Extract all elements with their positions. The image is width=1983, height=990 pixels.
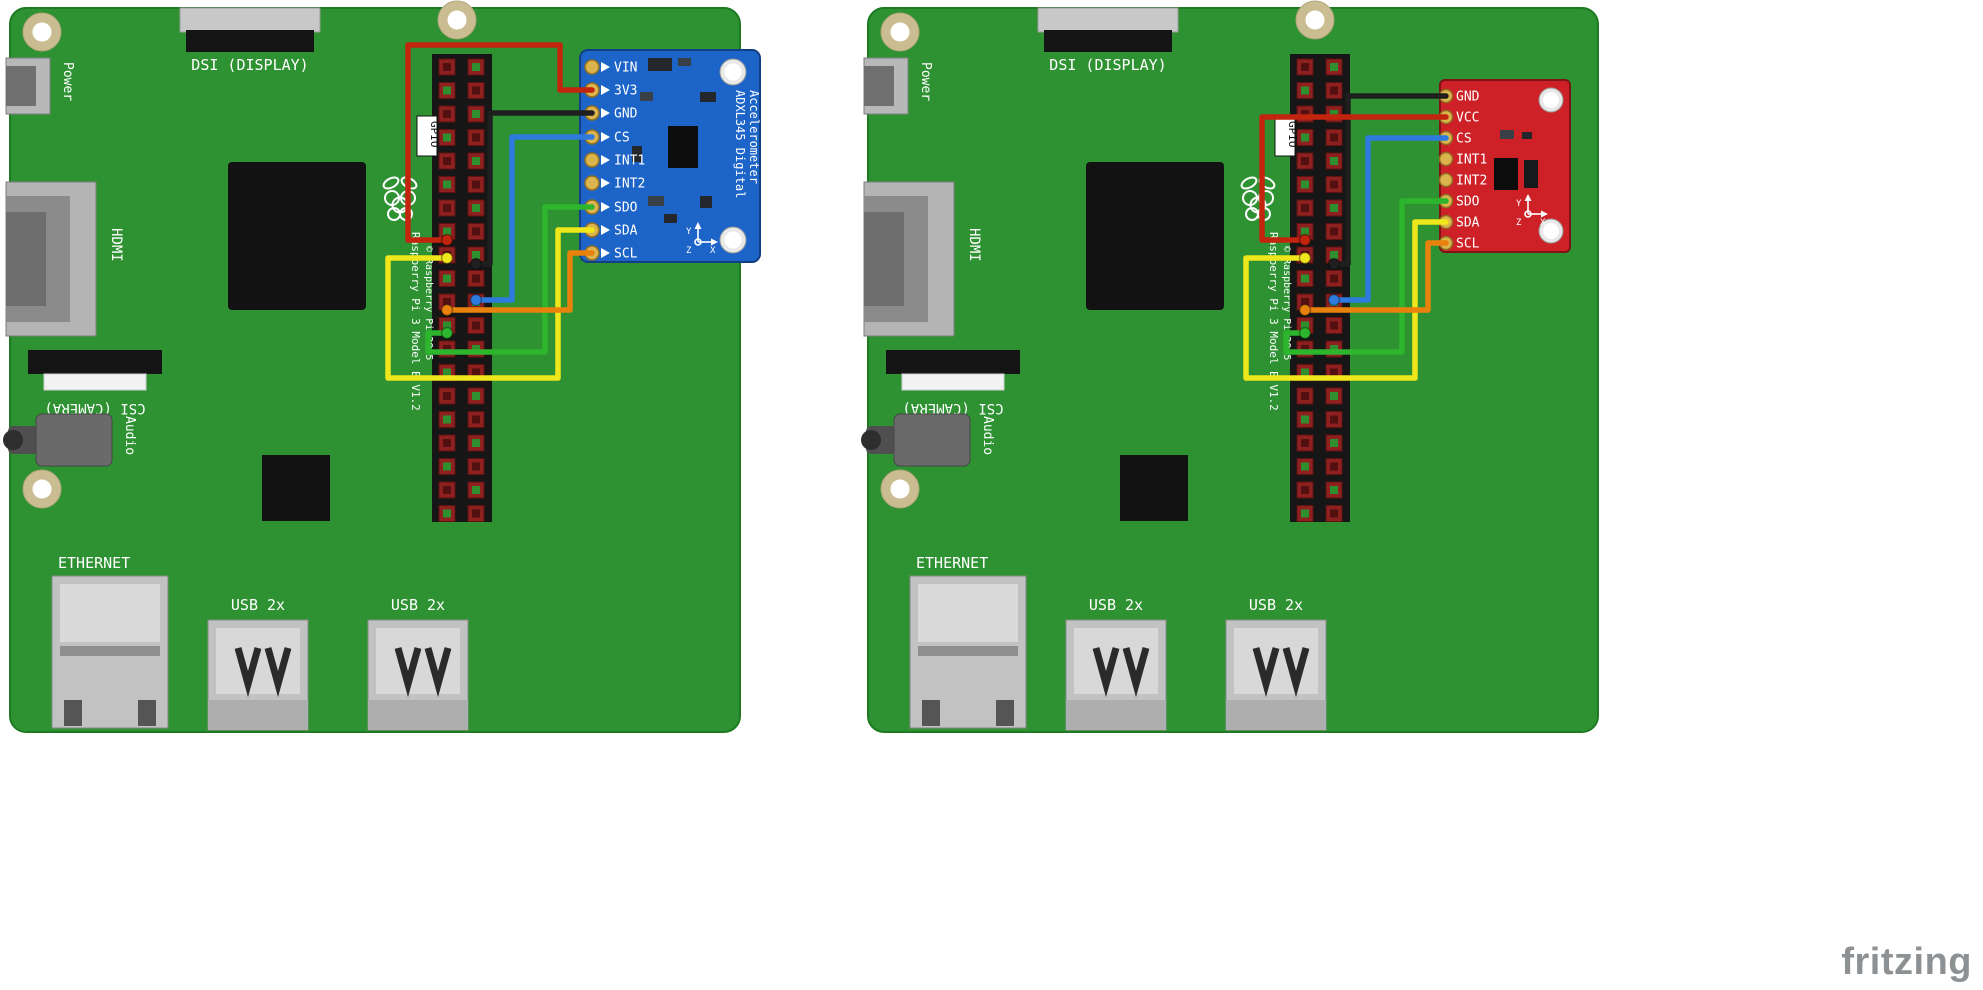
- wire-scl: [444, 250, 595, 313]
- pin-label-int1: INT1: [614, 154, 645, 169]
- breakout-title-line2: Accelerometer: [747, 90, 761, 184]
- mounting-holes: [719, 58, 747, 254]
- wire-sda: [1243, 219, 1449, 381]
- wires-right: [1243, 93, 1449, 381]
- axis-z-label: Z: [686, 246, 692, 256]
- pin-label-gnd: GND: [1456, 90, 1480, 105]
- pin-label-gnd: GND: [614, 107, 638, 122]
- pin-label-sdo: SDO: [1456, 195, 1480, 210]
- wire-vcc: [1259, 114, 1449, 243]
- breakout-title-line1: ADXL345 Digital: [733, 90, 747, 198]
- wire-end-sda: [440, 251, 454, 265]
- smd-components: [632, 58, 716, 223]
- wire-gnd: [473, 110, 595, 267]
- fritzing-watermark: fritzing: [1841, 941, 1972, 983]
- pin-label-sda: SDA: [1456, 216, 1480, 231]
- wire-sda: [385, 227, 595, 381]
- wire-end-vcc: [1298, 233, 1312, 247]
- axis-x-label: X: [1540, 218, 1546, 228]
- wire-sdo: [425, 204, 595, 355]
- mounting-holes: [1538, 87, 1564, 244]
- wire-end-sdo: [1298, 326, 1312, 340]
- pin-label-cs: CS: [1456, 132, 1472, 147]
- diagram-right: GND VCC CS INT1 INT2 SDO SDA SCL Y X Z: [861, 1, 1598, 732]
- wire-end-scl: [1298, 303, 1312, 317]
- wire-end-gnd: [1327, 257, 1341, 271]
- axis-x-label: X: [710, 246, 716, 256]
- pin-label-sda: SDA: [614, 224, 638, 239]
- pin-label-vcc: VCC: [1456, 111, 1479, 126]
- breakout-pins-red: GND VCC CS INT1 INT2 SDO SDA SCL: [1438, 88, 1487, 252]
- axis-y-label: Y: [1516, 199, 1522, 209]
- wire-3v3: [405, 42, 595, 243]
- diagram-left: VIN 3V3 GND CS INT1 INT2 SDO SDA SCL ADX…: [3, 1, 761, 732]
- pin-label-int2: INT2: [1456, 174, 1487, 189]
- axis-indicator: Y X Z: [1516, 194, 1548, 228]
- smd-components: [1494, 130, 1538, 190]
- pin-label-3v3: 3V3: [614, 84, 637, 99]
- wire-end-cs: [469, 293, 483, 307]
- pin-label-int2: INT2: [614, 177, 645, 192]
- wire-end-gnd: [469, 257, 483, 271]
- adxl345-breakout-red: GND VCC CS INT1 INT2 SDO SDA SCL Y X Z: [1438, 79, 1571, 253]
- pin-label-int1: INT1: [1456, 153, 1487, 168]
- wire-scl: [1302, 240, 1449, 313]
- wire-sdo: [1283, 198, 1449, 355]
- wire-end-sda: [1298, 251, 1312, 265]
- axis-indicator: Y X Z: [686, 222, 718, 256]
- wire-end-cs: [1327, 293, 1341, 307]
- wire-cs: [473, 134, 595, 303]
- pin-label-cs: CS: [614, 131, 630, 146]
- axis-z-label: Z: [1516, 218, 1522, 228]
- axis-y-label: Y: [686, 227, 692, 237]
- adxl345-breakout-blue: VIN 3V3 GND CS INT1 INT2 SDO SDA SCL ADX…: [579, 49, 761, 263]
- pin-label-sdo: SDO: [614, 201, 638, 216]
- pin-label-scl: SCL: [614, 247, 638, 262]
- wire-gnd: [1331, 93, 1449, 267]
- wires-left: [385, 42, 595, 381]
- pin-label-vin: VIN: [614, 61, 637, 76]
- wire-end-sdo: [440, 326, 454, 340]
- pin-label-scl: SCL: [1456, 237, 1480, 252]
- wire-cs: [1331, 135, 1449, 303]
- wire-end-scl: [440, 303, 454, 317]
- wire-end-3v3: [440, 233, 454, 247]
